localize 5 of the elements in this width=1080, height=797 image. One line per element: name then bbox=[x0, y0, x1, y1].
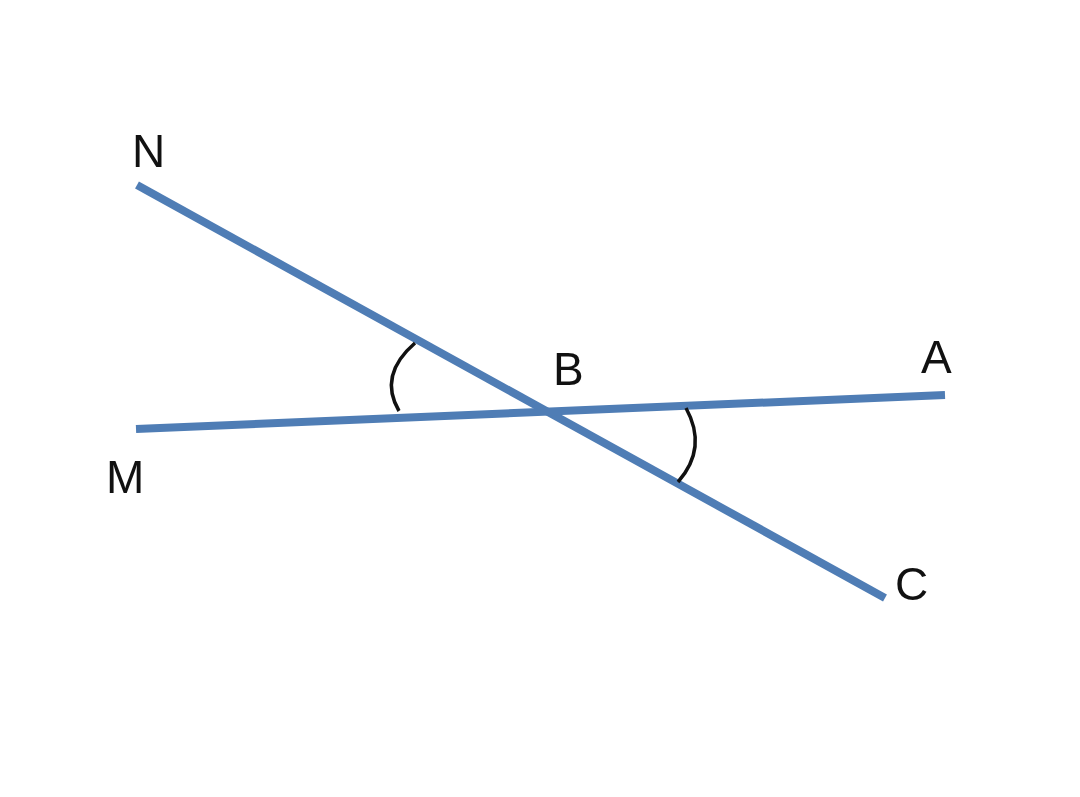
point-label: B bbox=[553, 346, 584, 392]
point-label: C bbox=[895, 561, 929, 607]
point-label: A bbox=[921, 334, 952, 380]
point-label: M bbox=[106, 454, 145, 500]
point-label: N bbox=[132, 128, 166, 174]
